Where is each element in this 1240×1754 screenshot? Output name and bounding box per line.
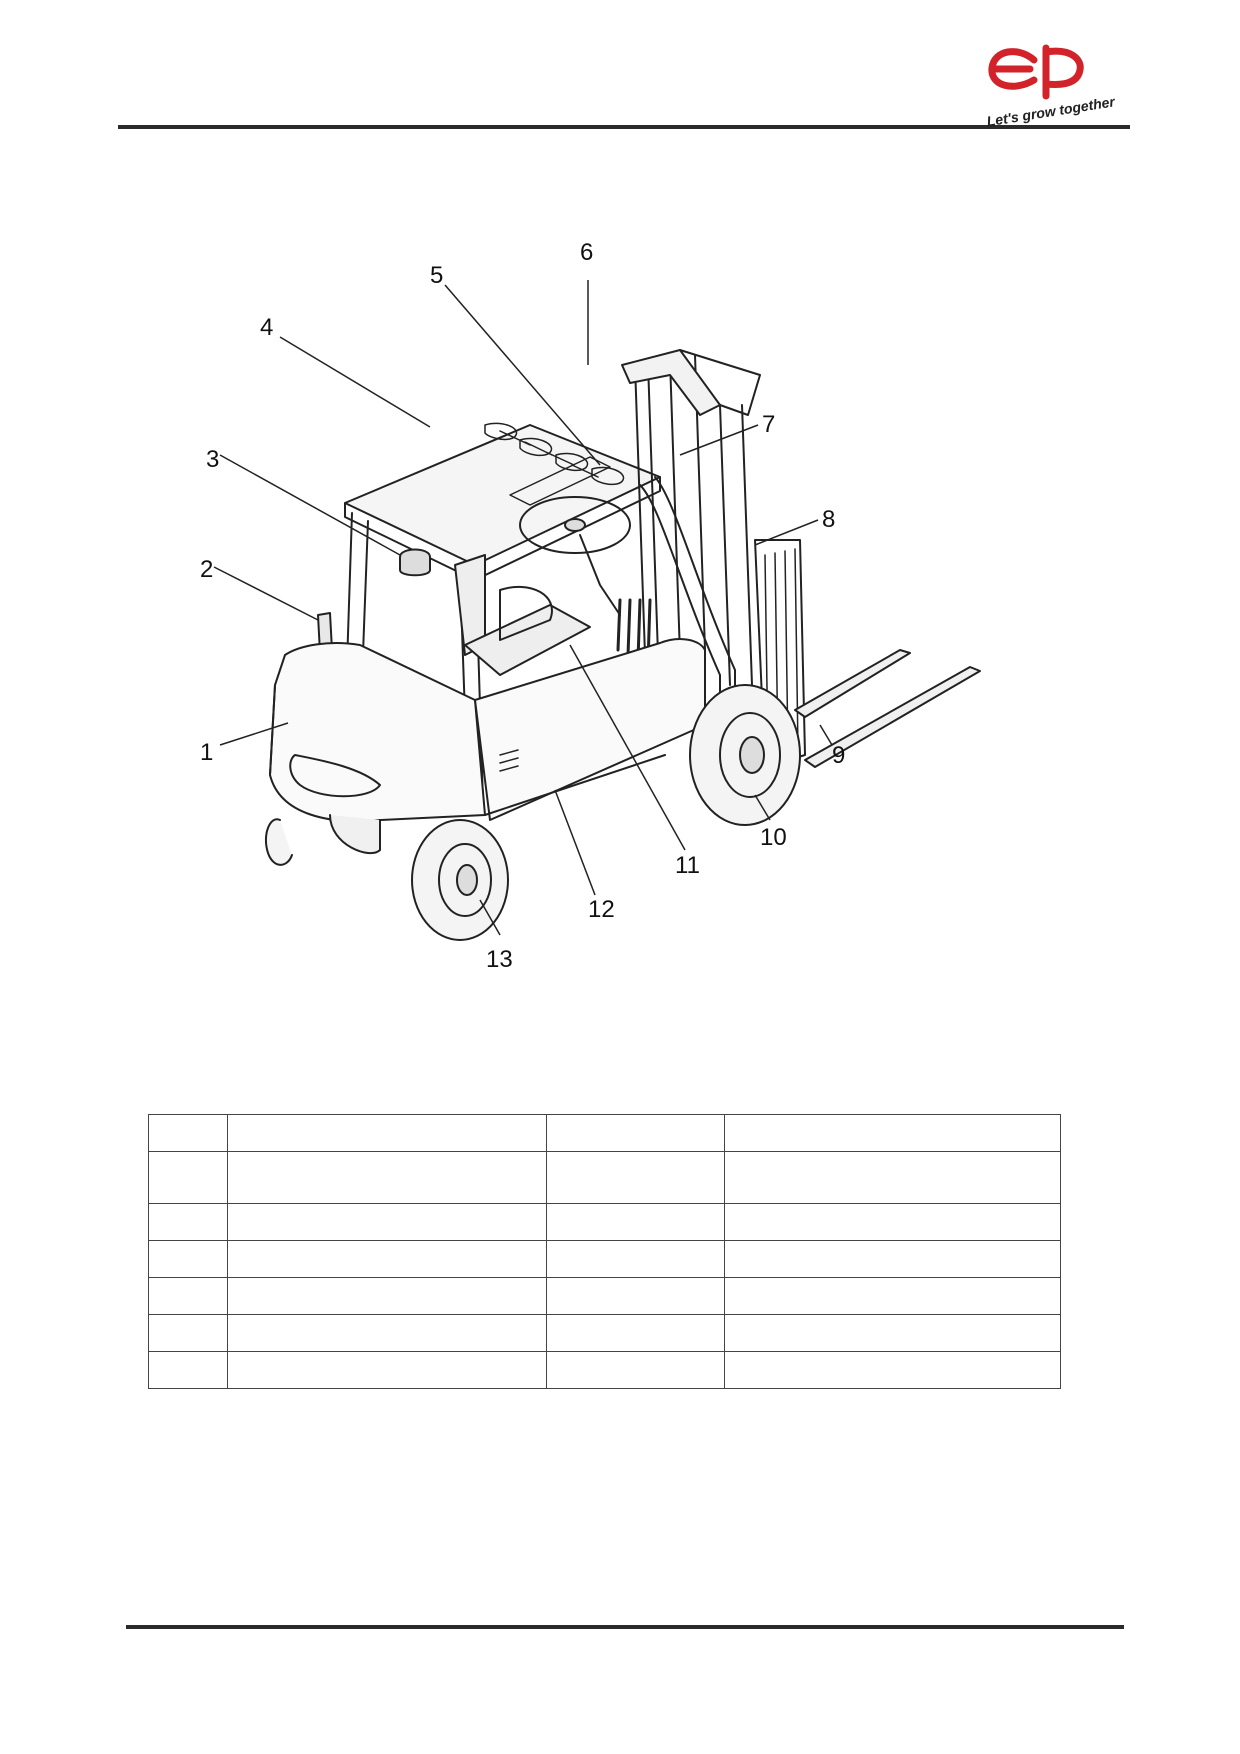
table-row xyxy=(148,1314,1061,1352)
table-cell xyxy=(227,1114,547,1152)
footer-rule xyxy=(126,1625,1124,1629)
header-rule xyxy=(118,125,1130,129)
table-row xyxy=(148,1203,1061,1241)
table-cell xyxy=(148,1151,228,1204)
rear-wheel-left xyxy=(264,818,293,866)
seat xyxy=(454,554,591,676)
label-12: 12 xyxy=(588,896,615,923)
label-7: 7 xyxy=(762,411,775,438)
table-cell xyxy=(546,1151,725,1204)
table-cell xyxy=(148,1240,228,1278)
table-cell xyxy=(148,1277,228,1315)
label-6: 6 xyxy=(580,239,593,266)
table-cell xyxy=(546,1314,725,1352)
table-cell xyxy=(148,1203,228,1241)
steering xyxy=(519,496,631,616)
table-cell xyxy=(546,1203,725,1241)
table-row xyxy=(148,1151,1061,1204)
parts-table xyxy=(148,1114,1061,1389)
table-cell xyxy=(227,1277,547,1315)
table-cell xyxy=(148,1351,228,1389)
label-4: 4 xyxy=(260,314,273,341)
truck-body xyxy=(269,638,706,855)
table-cell xyxy=(227,1351,547,1389)
label-13: 13 xyxy=(486,946,513,973)
table-cell xyxy=(546,1114,725,1152)
front-wheel xyxy=(689,684,801,826)
table-cell xyxy=(724,1277,1061,1315)
table-cell xyxy=(724,1203,1061,1241)
table-row xyxy=(148,1240,1061,1278)
table-row xyxy=(148,1114,1061,1152)
table-cell xyxy=(724,1114,1061,1152)
table-cell xyxy=(227,1314,547,1352)
table-cell xyxy=(724,1151,1061,1204)
ep-logo: Let's grow together xyxy=(986,44,1118,129)
label-2: 2 xyxy=(200,556,213,583)
label-1: 1 xyxy=(200,739,213,766)
label-3: 3 xyxy=(206,446,219,473)
table-cell xyxy=(227,1203,547,1241)
table-row xyxy=(148,1351,1061,1389)
table-cell xyxy=(546,1240,725,1278)
table-cell xyxy=(148,1114,228,1152)
label-11: 11 xyxy=(675,852,700,879)
table-cell xyxy=(724,1351,1061,1389)
table-cell xyxy=(724,1314,1061,1352)
table-cell xyxy=(724,1240,1061,1278)
rear-wheel xyxy=(411,819,509,941)
logo-tagline: Let's grow together xyxy=(986,93,1118,129)
label-8: 8 xyxy=(822,506,835,533)
table-cell xyxy=(148,1314,228,1352)
mast xyxy=(621,349,761,686)
label-5: 5 xyxy=(430,262,443,289)
front-guard-leg xyxy=(639,476,736,736)
table-row xyxy=(148,1277,1061,1315)
forks xyxy=(794,649,981,768)
table-cell xyxy=(546,1277,725,1315)
table-cell xyxy=(227,1240,547,1278)
beacon xyxy=(399,548,431,577)
table-cell xyxy=(546,1351,725,1389)
overhead-guard xyxy=(344,422,661,581)
table-cell xyxy=(227,1151,547,1204)
control-levers xyxy=(616,598,652,665)
label-10: 10 xyxy=(760,824,787,851)
label-9: 9 xyxy=(832,742,845,769)
forklift-diagram: 1 2 3 4 5 6 7 8 9 10 11 12 13 xyxy=(200,239,981,973)
